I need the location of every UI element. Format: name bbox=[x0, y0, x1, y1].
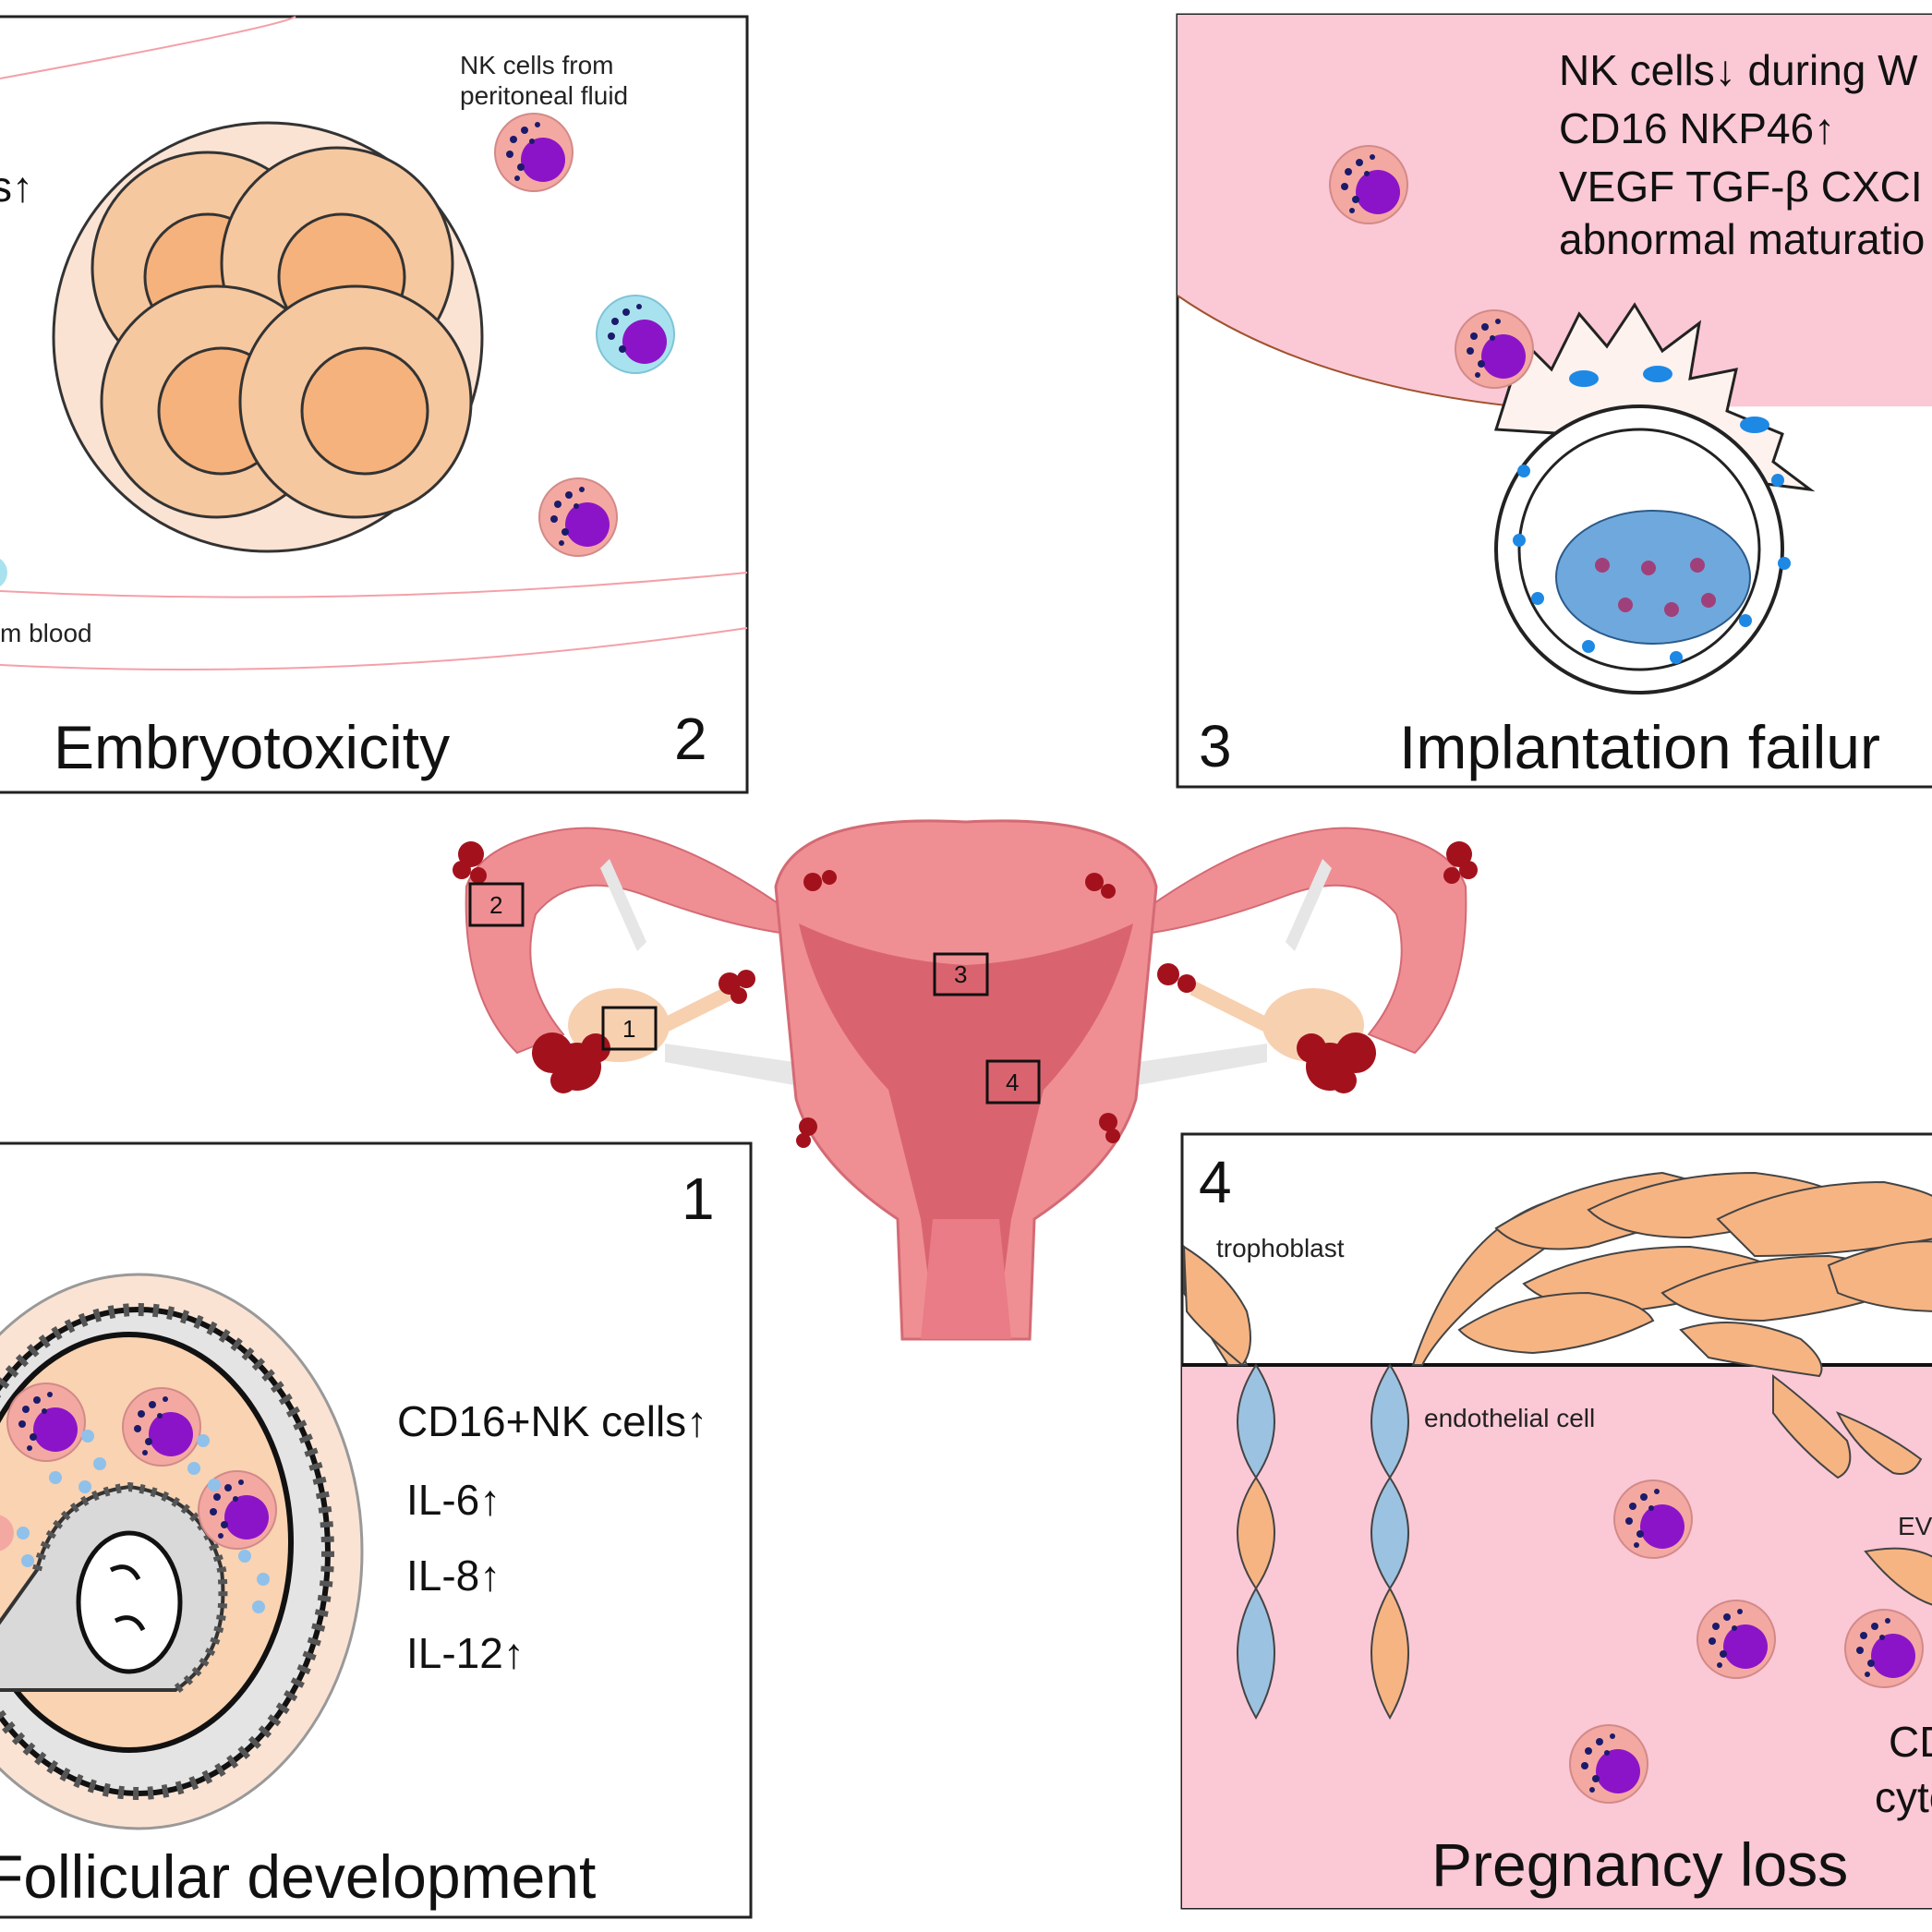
site-box-2: 2 bbox=[468, 882, 525, 927]
effect-line-3: VEGF TGF-β CXCI bbox=[1559, 163, 1923, 211]
nk-cell bbox=[1613, 1479, 1693, 1559]
label-endothelial: endothelial cell bbox=[1424, 1404, 1595, 1432]
nk-cell-partial bbox=[0, 559, 7, 586]
nk-cell bbox=[1844, 1609, 1924, 1688]
nk-cell bbox=[1697, 1600, 1776, 1679]
panel-follicular-development: 1 CD16+NK cells↑ IL-6↑ IL-8↑ IL-12↑ Foll… bbox=[0, 1141, 753, 1919]
nk-cell bbox=[6, 1383, 86, 1462]
label-trophoblast: trophoblast bbox=[1216, 1234, 1345, 1262]
panel-title: Embryotoxicity bbox=[54, 713, 450, 781]
label-cyto: cyto bbox=[1875, 1773, 1932, 1821]
nk-cell-partial bbox=[0, 1515, 14, 1552]
site-box-label: 1 bbox=[622, 1015, 635, 1043]
panel-implantation-failure: NK cells↓ during W CD16 NKP46↑ VEGF TGF-… bbox=[1176, 13, 1932, 789]
site-box-label: 4 bbox=[1006, 1069, 1019, 1096]
nk-cell bbox=[122, 1387, 201, 1467]
embryo-4-cell bbox=[52, 121, 484, 553]
marker-1: CD16+NK cells↑ bbox=[397, 1397, 707, 1445]
note-peritoneal-line2: peritoneal fluid bbox=[460, 81, 628, 110]
panel-number: 4 bbox=[1199, 1149, 1232, 1215]
nk-cell bbox=[538, 477, 618, 557]
uterus-illustration: 2 3 1 4 bbox=[453, 819, 1478, 1341]
panel-number: 2 bbox=[674, 706, 707, 772]
marker-2: IL-6↑ bbox=[406, 1476, 501, 1524]
nk-cell-blood bbox=[596, 295, 675, 374]
site-box-label: 3 bbox=[954, 960, 967, 988]
panel-number: 3 bbox=[1199, 713, 1232, 779]
nk-cell bbox=[1329, 145, 1408, 224]
panel-embryotoxicity: NK cells from peritoneal fluid m blood s… bbox=[0, 15, 749, 794]
panel-title: Pregnancy loss bbox=[1431, 1830, 1848, 1899]
label-ev: EV bbox=[1898, 1512, 1932, 1540]
panel-pregnancy-loss: 4 trophoblast endothelial cell EV CD cyt… bbox=[1180, 1132, 1932, 1910]
note-peritoneal-line1: NK cells from bbox=[460, 51, 613, 79]
spiral-artery-right bbox=[1371, 1363, 1409, 1721]
spiral-artery-left bbox=[1237, 1363, 1275, 1721]
cytokine-dots bbox=[17, 1430, 270, 1613]
nk-cell bbox=[1569, 1724, 1648, 1804]
effect-line-1: NK cells↓ during W bbox=[1559, 46, 1918, 94]
effect-line-4: abnormal maturatio bbox=[1559, 215, 1925, 263]
effect-line-2: CD16 NKP46↑ bbox=[1559, 104, 1835, 152]
panel-number: 1 bbox=[682, 1165, 715, 1232]
note-blood: m blood bbox=[0, 619, 92, 647]
panel-title: Follicular development bbox=[0, 1842, 596, 1911]
truncated-marker: s↑ bbox=[0, 163, 33, 211]
panel-title: Implantation failur bbox=[1399, 713, 1880, 781]
nk-cell bbox=[494, 113, 574, 192]
trophoblast-layer bbox=[1182, 1171, 1932, 1606]
site-box-3: 3 bbox=[933, 952, 989, 996]
site-box-label: 2 bbox=[489, 891, 502, 919]
site-box-4: 4 bbox=[985, 1059, 1041, 1105]
blastocyst bbox=[1493, 302, 1816, 694]
marker-4: IL-12↑ bbox=[406, 1629, 525, 1677]
nk-cell bbox=[1455, 309, 1534, 389]
marker-3: IL-8↑ bbox=[406, 1552, 501, 1600]
label-cd: CD bbox=[1889, 1718, 1932, 1766]
site-box-1: 1 bbox=[601, 1006, 658, 1051]
